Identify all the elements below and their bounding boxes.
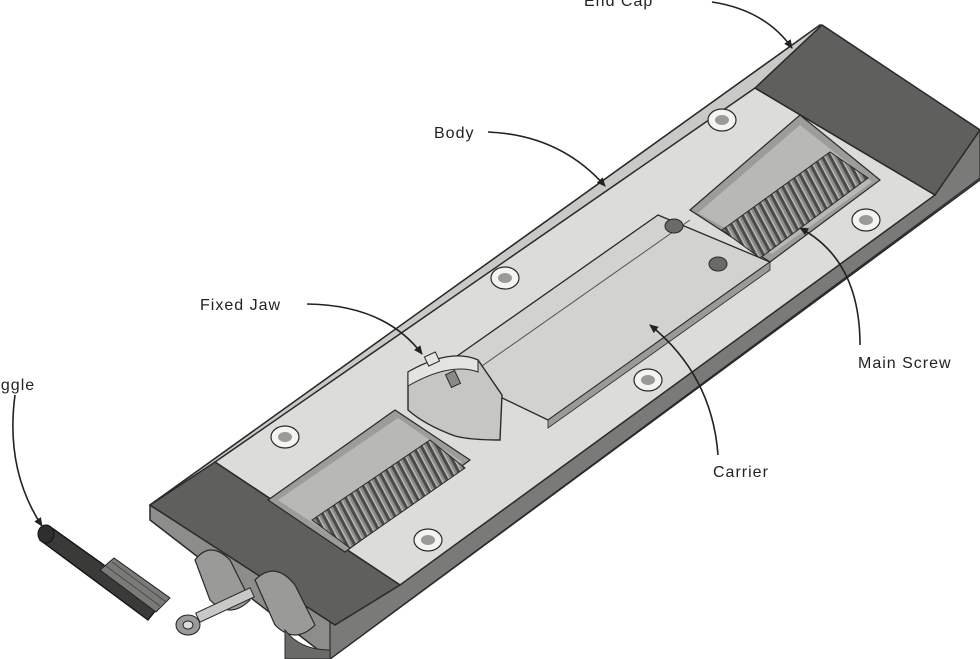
label-carrier: Carrier (713, 464, 769, 481)
carrier-pins (664, 218, 728, 272)
toggle-handle (37, 524, 255, 636)
main-screw-right (721, 151, 869, 259)
leader-end-cap (711, 1, 793, 49)
fixed-jaw (407, 351, 503, 441)
label-fixed-jaw: Fixed Jaw (200, 297, 281, 314)
leader-carrier (649, 324, 719, 456)
callout-leaders (12, 1, 861, 527)
main-screw-left (311, 439, 466, 549)
label-body: Body (434, 125, 474, 142)
label-main-screw: Main Screw (858, 355, 952, 372)
leader-fixed-jaw (306, 303, 423, 355)
label-end-cap: End Cap (584, 0, 653, 10)
end-cap-right (753, 24, 980, 197)
callout-labels: End Cap Body Fixed Jaw Toggle Main Screw… (0, 0, 952, 481)
leader-main-screw (799, 227, 861, 346)
leader-body (487, 131, 606, 187)
carrier (438, 214, 772, 429)
leader-toggle (12, 394, 43, 527)
label-toggle: Toggle (0, 377, 35, 394)
body-holes (270, 108, 881, 552)
